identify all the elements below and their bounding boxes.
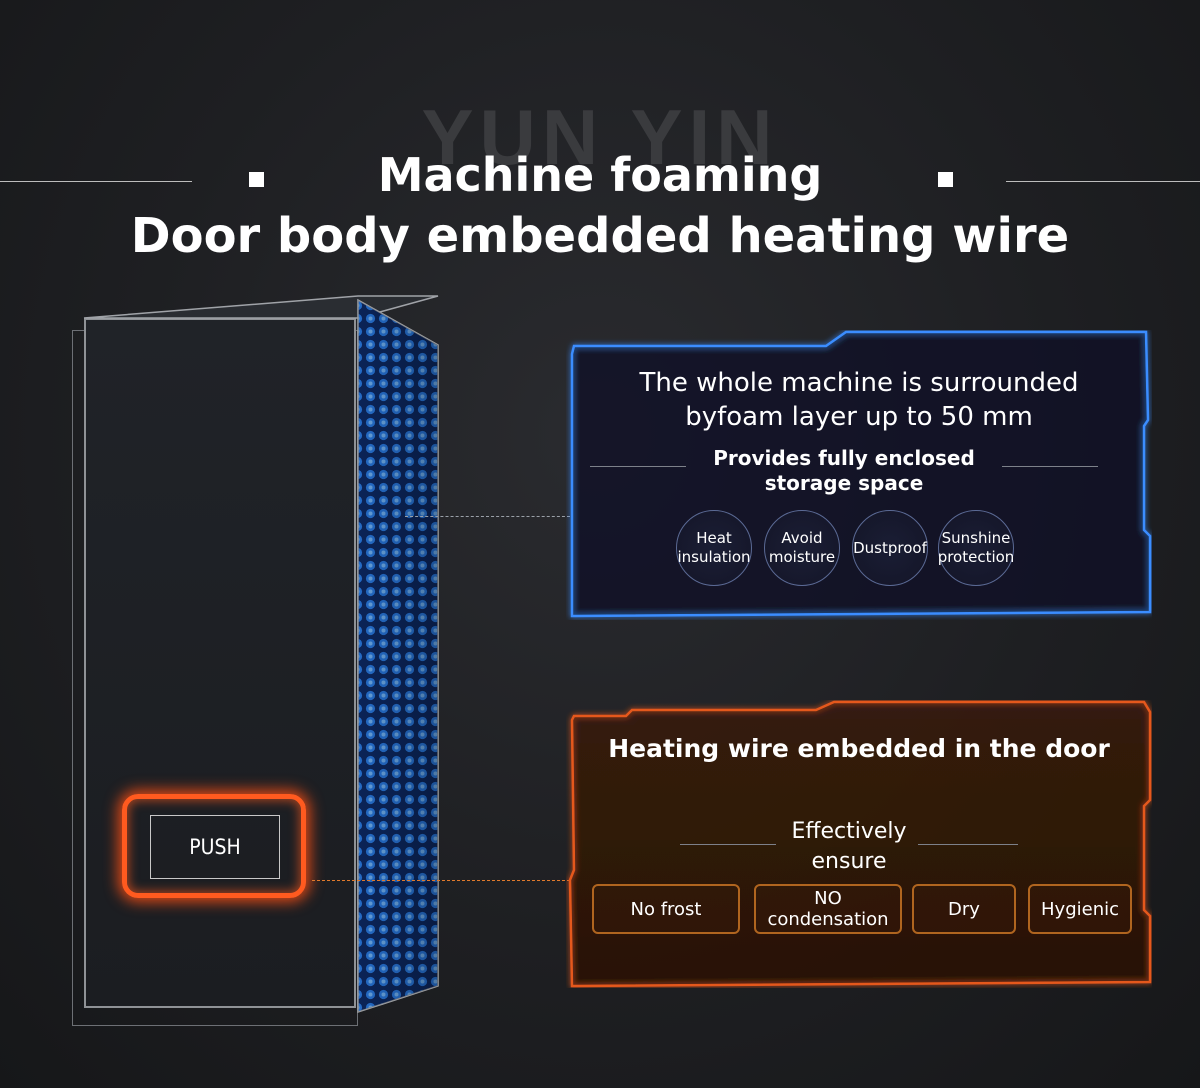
title-bullet-right [938,172,953,187]
heating-sub-divider-left [680,844,776,845]
title-divider-left [0,181,192,182]
foam-heading: The whole machine is surrounded byfoam l… [639,368,1079,432]
title-bullet-left [249,172,264,187]
title-divider-right [1006,181,1200,182]
heating-subheading: Effectively ensure [791,819,907,874]
foam-callout-line [405,516,570,517]
heating-callout-line [312,880,570,881]
foam-layer-panel: The whole machine is surrounded byfoam l… [566,330,1152,620]
tag-hygienic: Hygienic [1028,884,1132,934]
headline-line-1: Machine foaming [377,148,823,202]
heating-panel-frame [568,700,1152,988]
headline-line-2: Door body embedded heating wire [130,208,1070,264]
tag-no-frost: No frost [592,884,740,934]
foam-sub-divider-left [590,466,686,467]
feature-dustproof: Dustproof [852,510,928,586]
tag-dry: Dry [912,884,1016,934]
push-button[interactable]: PUSH [150,815,280,879]
foam-sub-divider-right [1002,466,1098,467]
foam-subheading: Provides fully enclosed storage space [713,446,975,495]
heating-sub-divider-right [918,844,1018,845]
heating-heading: Heating wire embedded in the door [608,734,1110,763]
heating-wire-panel: Heating wire embedded in the door Effect… [566,700,1152,988]
brand-watermark: YUN YIN [421,93,779,181]
heating-wire-glow [122,794,306,898]
